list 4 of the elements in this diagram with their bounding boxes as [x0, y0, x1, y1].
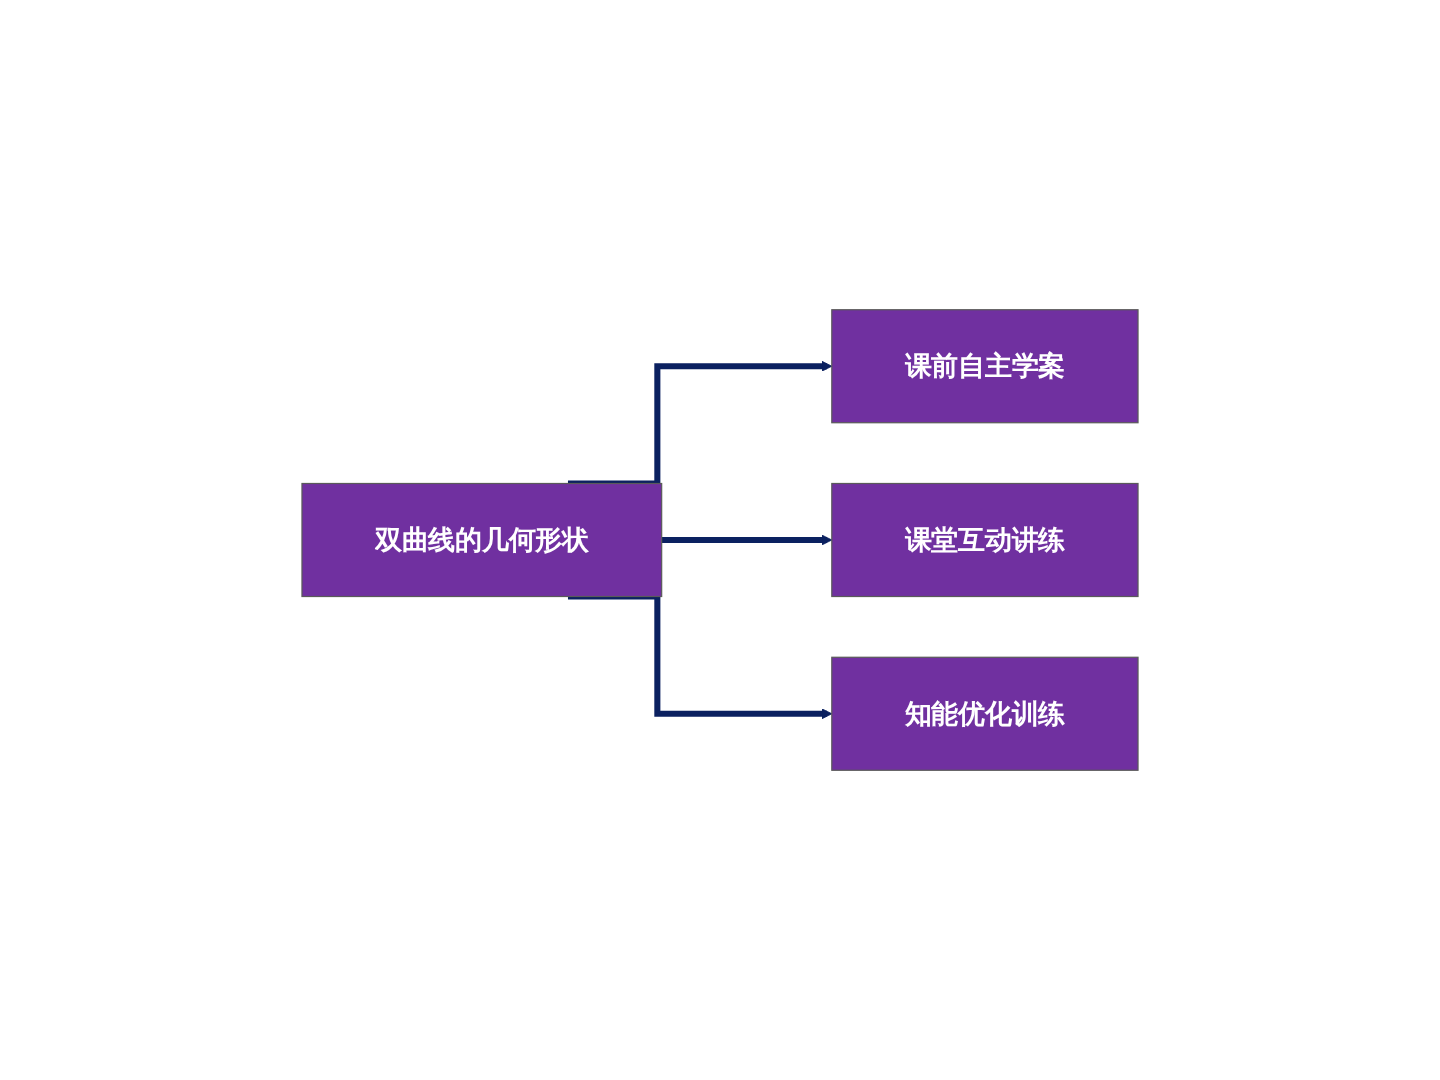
node-box: 课前自主学案 — [831, 309, 1139, 424]
node-box: 知能优化训练 — [831, 656, 1139, 771]
node-box: 课堂互动讲练 — [831, 482, 1139, 598]
node-box: 双曲线的几何形状 — [301, 482, 663, 598]
